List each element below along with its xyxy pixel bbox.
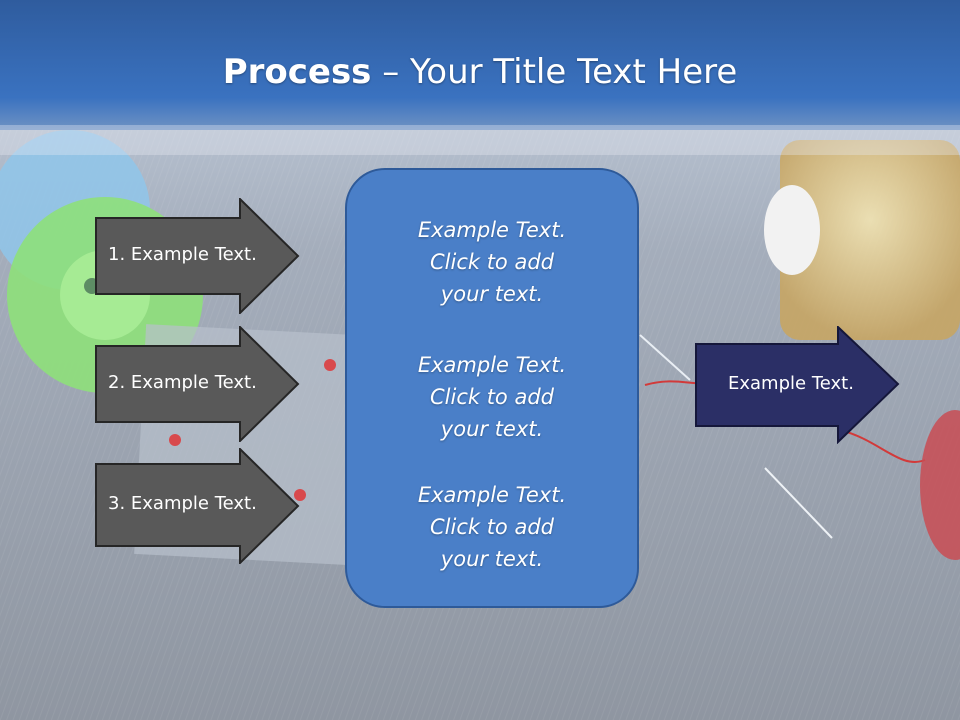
step-arrow-2 <box>95 326 300 442</box>
center-paragraph-2: Example Text. Click to add your text. <box>417 353 567 441</box>
title-rest: – Your Title Text Here <box>371 52 738 92</box>
center-paragraph-1: Example Text. Click to add your text. <box>417 218 567 306</box>
center-text-box[interactable]: Example Text. Click to add your text. Ex… <box>345 168 639 608</box>
slide-title: Process – Your Title Text Here <box>0 52 960 92</box>
title-bold: Process <box>222 52 372 92</box>
step-arrow-1 <box>95 198 300 314</box>
output-arrow <box>695 326 900 444</box>
step-label-1: 1. Example Text. <box>108 244 257 265</box>
output-label: Example Text. <box>728 373 854 394</box>
step-label-2: 2. Example Text. <box>108 372 257 393</box>
step-arrow-3 <box>95 448 300 564</box>
step-label-3: 3. Example Text. <box>108 493 257 514</box>
center-paragraph-3: Example Text. Click to add your text. <box>417 483 567 571</box>
